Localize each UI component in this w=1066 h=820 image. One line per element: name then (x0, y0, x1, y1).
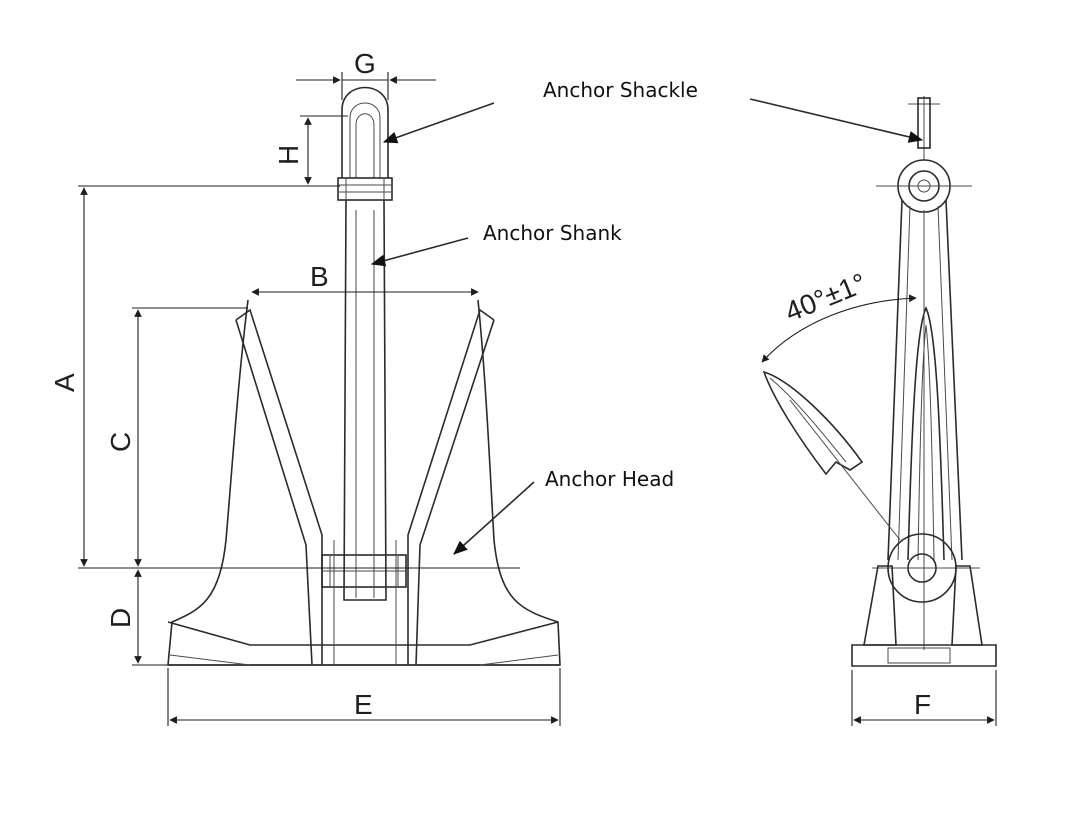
anchor-base (167, 621, 559, 646)
anchor-head-body (167, 299, 561, 666)
leader-head (453, 481, 535, 555)
dimension-h: H (273, 145, 304, 165)
label-anchor-shackle: Anchor Shackle (543, 78, 698, 102)
dimension-f: F (914, 689, 931, 720)
side-base (851, 644, 997, 667)
dimension-e: E (354, 689, 373, 720)
anchor-shackle (341, 86, 389, 178)
fluke-left (235, 308, 323, 665)
dimension-g: G (354, 48, 376, 79)
side-view: 40°±1° F (761, 96, 997, 726)
angle-arc (761, 294, 917, 363)
side-block-left (863, 565, 897, 646)
leader-shackle-side (749, 98, 924, 143)
rotated-fluke (762, 370, 864, 476)
dimension-a: A (49, 373, 80, 392)
fluke-right (407, 308, 495, 665)
anchor-shank (343, 199, 387, 601)
side-block-right (951, 565, 983, 646)
leader-shank (370, 237, 469, 267)
side-shank (887, 199, 963, 561)
angle-label: 40°±1° (781, 267, 871, 327)
dimension-c: C (105, 432, 136, 452)
leader-shackle-front (382, 102, 495, 144)
label-anchor-head: Anchor Head (545, 467, 674, 491)
front-view: G H A B C D E (49, 48, 561, 726)
label-anchor-shank: Anchor Shank (483, 221, 622, 245)
dimension-b: B (310, 261, 329, 292)
callouts: Anchor Shackle Anchor Shank Anchor Head (370, 78, 924, 555)
dimension-d: D (105, 608, 136, 628)
